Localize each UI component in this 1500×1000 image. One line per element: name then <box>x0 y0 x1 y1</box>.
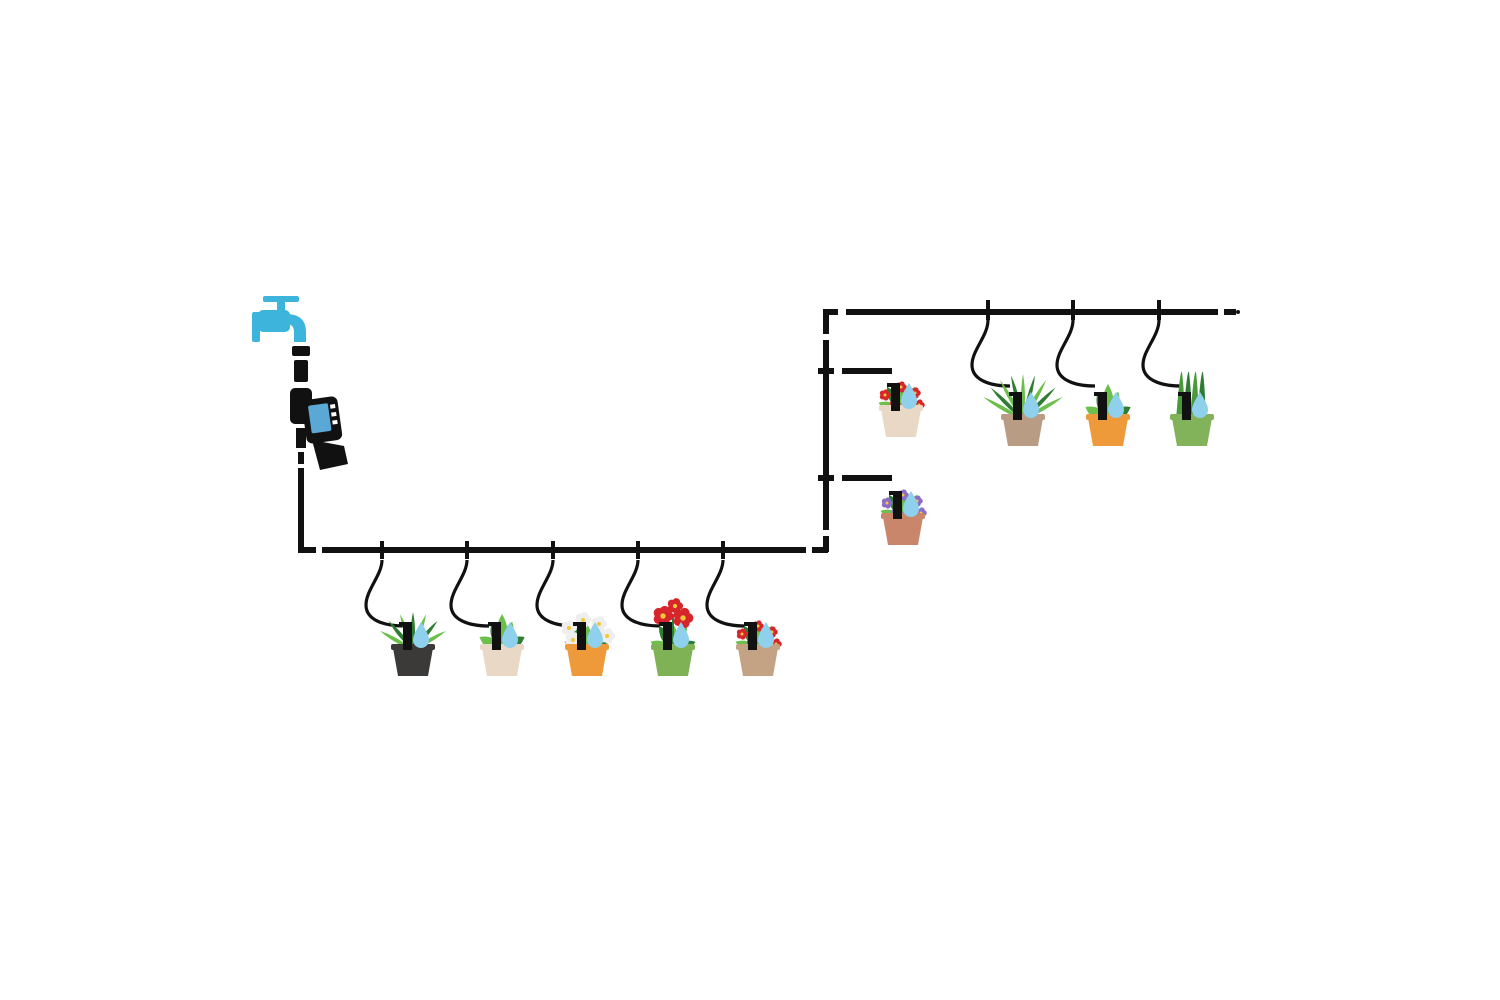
pot <box>567 648 607 676</box>
drip-stake-icon <box>1178 392 1191 420</box>
pot <box>482 648 522 676</box>
drip-stake-icon <box>744 622 757 650</box>
pot-rim <box>480 644 524 650</box>
plant-pot-geranium <box>561 612 616 676</box>
water-droplet-icon <box>758 622 774 648</box>
pot-rim <box>651 644 695 650</box>
drip-stake-icon <box>488 622 501 650</box>
drip-stake-icon <box>887 383 900 411</box>
drip-stake-icon <box>399 622 412 650</box>
water-droplet-icon <box>903 491 919 517</box>
pot-rim <box>565 644 609 650</box>
water-droplet-icon <box>901 383 917 409</box>
plant-pot-monstera <box>479 614 525 676</box>
water-droplet-icon <box>1108 392 1124 418</box>
drip-stake-icon <box>1094 392 1107 420</box>
water-timer-icon <box>290 346 348 470</box>
plant-pot-grass-plant <box>983 374 1063 446</box>
plant-foliage <box>983 374 1063 420</box>
pot-rim <box>1170 414 1214 420</box>
drip-stake-icon <box>659 622 672 650</box>
pot <box>881 409 921 437</box>
drip-stake-icon <box>889 491 902 519</box>
pot <box>883 517 923 545</box>
water-droplet-icon <box>502 622 518 648</box>
plant-pot-spiky-plant <box>380 612 446 676</box>
plant-pot-flowering-shrub <box>878 381 925 437</box>
plant-pot-anthurium <box>735 620 782 676</box>
pot <box>653 648 693 676</box>
pot-rim <box>736 644 780 650</box>
pot <box>738 648 778 676</box>
pipe-network <box>298 300 1240 559</box>
pot-rim <box>881 513 925 519</box>
drip-hoses <box>364 319 1182 628</box>
drip-stake-icon <box>1009 392 1022 420</box>
pot-rim <box>391 644 435 650</box>
plant-pot-snake-plant <box>1170 371 1214 446</box>
pot-rim <box>1086 414 1130 420</box>
drip-stake-icon <box>573 622 586 650</box>
pot-rim <box>1001 414 1045 420</box>
plant-pots <box>380 371 1214 676</box>
pot-rim <box>879 405 923 411</box>
pot <box>393 648 433 676</box>
pot <box>1172 418 1212 446</box>
plant-pot-dieffenbachia <box>1085 384 1131 446</box>
plant-pot-african-violet <box>880 489 927 545</box>
water-droplet-icon <box>413 622 429 648</box>
water-droplet-icon <box>1192 392 1208 418</box>
water-droplet-icon <box>1023 392 1039 418</box>
water-droplet-icon <box>587 622 603 648</box>
faucet-icon <box>252 296 306 342</box>
pot <box>1088 418 1128 446</box>
plant-pot-amaryllis <box>650 598 696 676</box>
pot <box>1003 418 1043 446</box>
water-droplet-icon <box>673 622 689 648</box>
